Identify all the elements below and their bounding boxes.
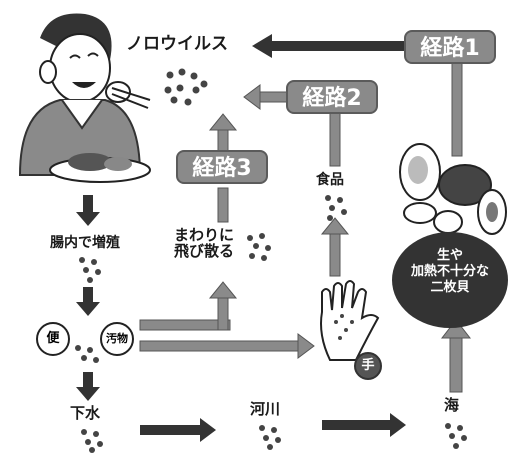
route-3-badge: 経路3 [176, 150, 268, 184]
route-2-badge: 経路2 [286, 80, 378, 114]
intestinal-growth-label: 腸内で増殖 [50, 235, 120, 251]
hand-label: 手 [354, 352, 382, 380]
person-eating-illustration [18, 13, 151, 183]
route-1-badge: 経路1 [404, 30, 496, 64]
sewage-label: 下水 [70, 404, 101, 422]
virus-dots [75, 68, 467, 453]
hand-illustration [320, 280, 380, 361]
scatter-label: まわりに 飛び散る [174, 226, 235, 260]
flow-arrows-dark [76, 34, 406, 442]
norovirus-label: ノロウイルス [126, 34, 228, 54]
sea-label: 海 [444, 396, 460, 414]
vomit-label: 汚物 [100, 322, 134, 356]
food-label: 食品 [316, 172, 344, 188]
feces-label: 便 [36, 322, 70, 356]
bivalve-ellipse: 生や 加熱不十分な 二枚貝 [392, 232, 508, 328]
river-label: 河川 [250, 400, 281, 418]
bivalves-illustration [399, 143, 507, 235]
bivalve-label: 生や 加熱不十分な 二枚貝 [410, 248, 489, 295]
